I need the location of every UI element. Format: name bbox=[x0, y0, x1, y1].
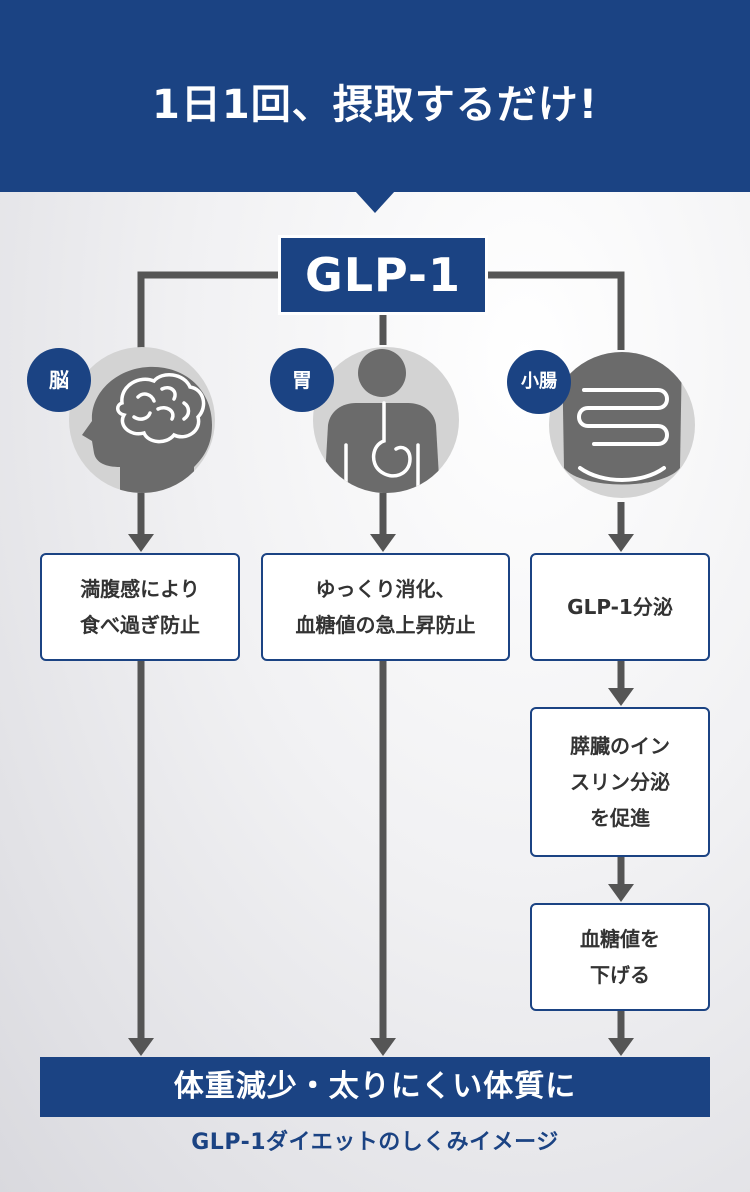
brain-head-icon bbox=[69, 347, 215, 493]
arrowhead-right-1 bbox=[608, 534, 634, 552]
badge-stomach: 胃 bbox=[270, 348, 334, 412]
result-bar: 体重減少・太りにくい体質に bbox=[40, 1057, 710, 1117]
header-pointer bbox=[355, 191, 395, 213]
arrowhead-left-1 bbox=[128, 534, 154, 552]
diagram-caption: GLP-1ダイエットのしくみイメージ bbox=[191, 1130, 559, 1155]
arrowhead-left-2 bbox=[128, 1038, 154, 1056]
arrowhead-right-3 bbox=[608, 884, 634, 902]
stomach-body-icon bbox=[313, 347, 459, 493]
step-brain-satiety: 満腹感により 食べ過ぎ防止 bbox=[40, 553, 240, 661]
arrowhead-right-2 bbox=[608, 688, 634, 706]
step-insulin-secretion: 膵臓のイン スリン分泌 を促進 bbox=[530, 707, 710, 857]
page-title: 1日1回、摂取するだけ! bbox=[152, 82, 598, 128]
intestine-icon bbox=[549, 352, 695, 498]
step-glp1-secretion: GLP-1分泌 bbox=[530, 553, 710, 661]
badge-small-intestine: 小腸 bbox=[507, 350, 571, 414]
connector-right-top bbox=[488, 271, 625, 350]
arrowhead-mid-1 bbox=[370, 534, 396, 552]
arrowhead-right-4 bbox=[608, 1038, 634, 1056]
arrowhead-mid-2 bbox=[370, 1038, 396, 1056]
header-banner: 1日1回、摂取するだけ! bbox=[0, 0, 750, 192]
glp1-center-box: GLP-1 bbox=[278, 235, 488, 315]
connector-left-top bbox=[137, 271, 280, 348]
step-stomach-digestion: ゆっくり消化、 血糖値の急上昇防止 bbox=[261, 553, 510, 661]
step-lower-blood-sugar: 血糖値を 下げる bbox=[530, 903, 710, 1011]
badge-brain: 脳 bbox=[27, 348, 91, 412]
